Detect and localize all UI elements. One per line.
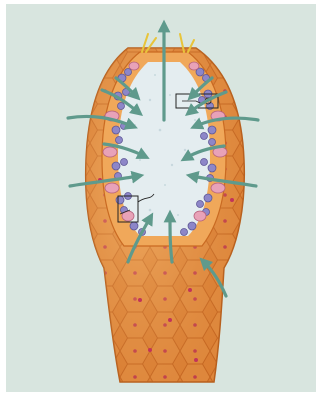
- nucleus-icon: [138, 298, 142, 302]
